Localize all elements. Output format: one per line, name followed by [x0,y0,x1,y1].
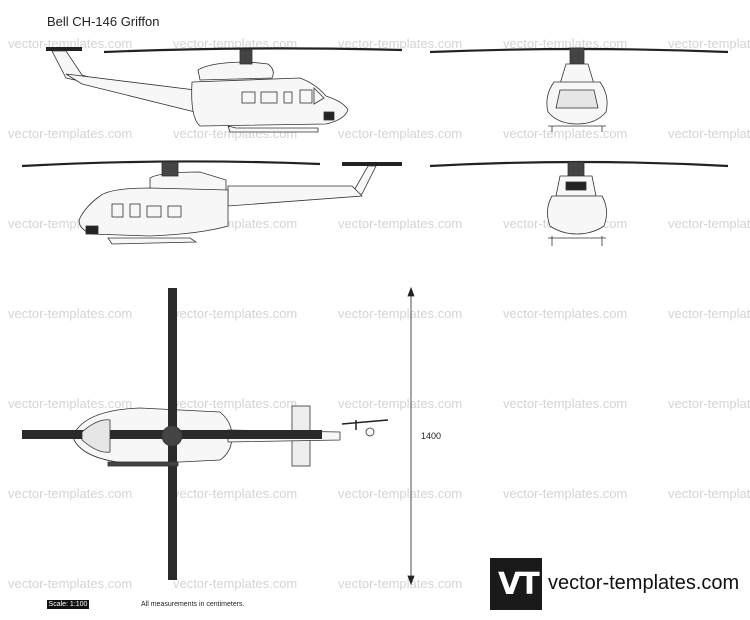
watermark-row: vector-templates.com vector-templates.co… [0,576,750,592]
window [299,89,313,104]
watermark: vector-templates.com [503,36,628,51]
watermark: vector-templates.com [338,306,463,321]
tail-fin [351,165,377,195]
engine-cowling [559,63,595,85]
watermark: vector-templates.com [173,306,298,321]
side-view-right [46,47,403,133]
watermark: vector-templates.com [503,126,628,141]
vt-logo: VT [490,558,542,610]
watermark: vector-templates.com [173,486,298,501]
watermark-row: vector-templates.com vector-templates.co… [0,36,750,52]
watermark: vector-templates.com [668,36,750,51]
window [129,203,141,218]
windshield [555,89,599,109]
watermark: vector-templates.com [8,486,133,501]
top-view [22,288,389,580]
watermark: vector-templates.com [503,396,628,411]
watermark: vector-templates.com [668,486,750,501]
nose-detail [323,111,335,121]
tail-rotor [342,162,402,166]
watermark-row: vector-templates.com vector-templates.co… [0,486,750,502]
window [146,205,162,218]
watermark: vector-templates.com [8,36,133,51]
main-rotor-blade [21,160,321,168]
engine-exhaust [565,181,587,191]
landing-skid [548,236,606,246]
window [260,91,278,104]
tail-boom [227,185,363,207]
rotor-mast [569,47,585,65]
tail-rotor-hub [365,427,375,437]
cockpit-window [313,87,325,105]
watermark-row: vector-templates.com vector-templates.co… [0,396,750,412]
logo-mark: VT [498,567,540,602]
watermark: vector-templates.com [173,576,298,591]
dimension-line [407,286,415,586]
landing-skid-top [107,461,179,467]
cockpit-top [81,419,111,453]
main-rotor-blade [103,47,403,54]
dimension-label: 1400 [421,431,442,441]
scale-badge: Scale: 1:100 [47,600,89,609]
window [167,205,182,218]
side-view-left [21,160,402,245]
measurements-note: All measurements in centimeters. [141,601,245,608]
watermark: vector-templates.com [8,576,133,591]
window [111,203,124,218]
watermark: vector-templates.com [8,126,133,141]
watermark: vector-templates.com [668,126,750,141]
logo-url[interactable]: vector-templates.com [548,572,740,594]
tail-rotor [46,47,82,51]
watermark: vector-templates.com [338,36,463,51]
watermark: vector-templates.com [503,486,628,501]
watermark: vector-templates.com [338,216,463,231]
rotor-mast [239,49,253,65]
watermark: vector-templates.com [668,306,750,321]
tail-rotor-top [341,419,389,430]
front-view [429,47,729,132]
fuselage-rear [547,195,607,235]
watermark-row: vector-templates.com vector-templates.co… [0,306,750,322]
drawing-title: Bell CH-146 Griffon [47,14,160,29]
watermark: vector-templates.com [8,306,133,321]
rotor-mast [567,161,585,177]
watermark: vector-templates.com [338,126,463,141]
window [283,91,293,104]
rear-view [429,160,729,246]
watermark: vector-templates.com [338,396,463,411]
window [241,91,256,104]
landing-skid [548,125,606,132]
tail-boom [65,73,196,113]
watermark: vector-templates.com [338,486,463,501]
watermark: vector-templates.com [338,576,463,591]
nose-detail [85,225,99,235]
landing-skid [227,125,319,133]
watermark: vector-templates.com [173,36,298,51]
engine-cowling [197,61,274,81]
rotor-hub [161,425,183,447]
watermark: vector-templates.com [503,306,628,321]
watermark: vector-templates.com [173,396,298,411]
rotor-mast [161,161,179,177]
watermark: vector-templates.com [8,396,133,411]
watermark: vector-templates.com [668,396,750,411]
landing-skid [107,237,198,245]
watermark: vector-templates.com [668,216,750,231]
